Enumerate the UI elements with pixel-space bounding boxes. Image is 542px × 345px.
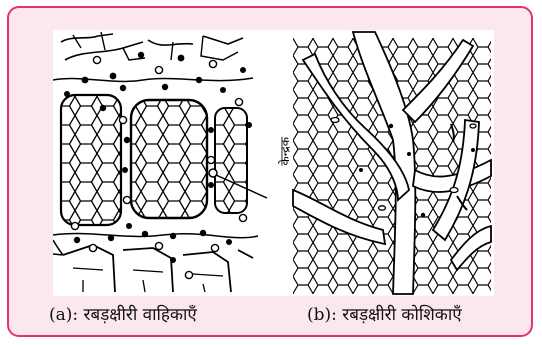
- nucleus-marker: [209, 169, 217, 177]
- nucleus-label: केन्द्रक: [279, 137, 291, 166]
- latex-vessels-drawing: [53, 32, 267, 292]
- latex-cells-drawing: [293, 32, 491, 294]
- latex-cells-illustration: [53, 30, 494, 296]
- caption-latex-vessels: (a): रबड़क्षीरी वाहिकाएँ: [49, 302, 197, 325]
- illustration-panel: केन्द्रक: [53, 30, 494, 296]
- figure-card: केन्द्रक (a): रबड़क्षीरी वाहिकाएँ (b): र…: [7, 6, 533, 337]
- caption-latex-cells: (b): रबड़क्षीरी कोशिकाएँ: [307, 302, 462, 325]
